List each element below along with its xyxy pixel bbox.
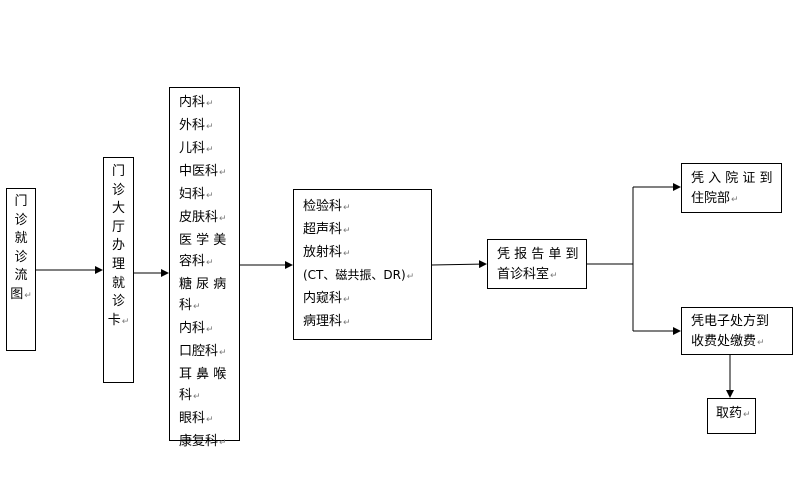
payment-line: 收费处缴费 bbox=[691, 334, 757, 349]
payment-box: 凭电子处方到 收费处缴费↵ bbox=[681, 307, 793, 355]
paragraph-mark: ↵ bbox=[206, 191, 214, 201]
start-char: 门 bbox=[14, 194, 28, 209]
department-item: 口腔科 bbox=[179, 344, 219, 359]
departments-box: 内科↵ 外科↵ 儿科↵ 中医科↵ 妇科↵ 皮肤科↵ 医 学 美 容科↵ 糖 尿 … bbox=[169, 87, 240, 449]
paragraph-mark: ↵ bbox=[343, 249, 351, 259]
registration-box: 门 诊 大 厅 办 理 就 诊 卡↵ bbox=[103, 157, 134, 383]
examination-item: 放射科 bbox=[303, 245, 343, 260]
examination-item: 内窥科 bbox=[303, 291, 343, 306]
department-item: 妇科 bbox=[179, 187, 206, 202]
arrow-examinations-to-report bbox=[431, 260, 487, 269]
paragraph-mark: ↵ bbox=[193, 302, 201, 312]
start-char: 图 bbox=[10, 286, 24, 302]
department-item: 糖 尿 病 bbox=[179, 277, 227, 292]
paragraph-mark: ↵ bbox=[343, 295, 351, 305]
paragraph-mark: ↵ bbox=[206, 258, 214, 268]
examination-item: (CT、磁共振、DR) bbox=[303, 268, 406, 282]
report-box: 凭 报 告 单 到 首诊科室↵ bbox=[487, 239, 587, 289]
department-item: 康复科 bbox=[179, 434, 219, 449]
start-char: 就 bbox=[14, 231, 28, 247]
start-char: 流 bbox=[14, 268, 28, 284]
registration-char: 理 bbox=[111, 256, 125, 272]
start-char: 诊 bbox=[14, 249, 28, 265]
paragraph-mark: ↵ bbox=[206, 122, 214, 132]
registration-char: 诊 bbox=[111, 294, 125, 310]
department-item: 儿科 bbox=[179, 141, 206, 156]
examination-item: 检验科 bbox=[303, 199, 343, 214]
examinations-box: 检验科↵ 超声科↵ 放射科↵ (CT、磁共振、DR)↵ 内窥科↵ 病理科↵ bbox=[293, 189, 432, 340]
report-line: 凭 报 告 单 到 bbox=[497, 247, 579, 262]
paragraph-mark: ↵ bbox=[757, 338, 765, 348]
start-char: 诊 bbox=[14, 212, 28, 228]
department-item: 中医科 bbox=[179, 164, 219, 179]
department-item: 外科 bbox=[179, 118, 206, 133]
department-item: 容科 bbox=[179, 254, 206, 269]
paragraph-mark: ↵ bbox=[206, 415, 214, 425]
paragraph-mark: ↵ bbox=[219, 168, 227, 178]
department-item: 医 学 美 bbox=[179, 233, 227, 248]
department-item: 眼科 bbox=[179, 411, 206, 426]
paragraph-mark: ↵ bbox=[219, 214, 227, 224]
paragraph-mark: ↵ bbox=[121, 316, 130, 327]
registration-char: 厅 bbox=[111, 219, 125, 235]
admission-line: 凭 入 院 证 到 bbox=[691, 171, 773, 186]
paragraph-mark: ↵ bbox=[743, 410, 751, 420]
paragraph-mark: ↵ bbox=[550, 271, 558, 281]
admission-box: 凭 入 院 证 到 住院部↵ bbox=[681, 163, 782, 213]
paragraph-mark: ↵ bbox=[193, 392, 201, 402]
paragraph-mark: ↵ bbox=[343, 226, 351, 236]
paragraph-mark: ↵ bbox=[406, 272, 415, 282]
registration-char: 诊 bbox=[111, 182, 125, 198]
admission-line: 住院部 bbox=[691, 191, 731, 206]
department-item: 耳 鼻 喉 bbox=[179, 367, 227, 382]
payment-line: 凭电子处方到 bbox=[691, 314, 770, 329]
paragraph-mark: ↵ bbox=[731, 195, 739, 205]
examination-item: 病理科 bbox=[303, 314, 343, 329]
registration-char: 卡 bbox=[107, 312, 121, 328]
department-item: 内科 bbox=[179, 95, 206, 110]
department-item: 内科 bbox=[179, 321, 206, 336]
start-box: 门 诊 就 诊 流 图↵ bbox=[6, 188, 36, 351]
paragraph-mark: ↵ bbox=[219, 348, 227, 358]
registration-char: 办 bbox=[111, 238, 125, 254]
paragraph-mark: ↵ bbox=[219, 438, 227, 448]
registration-char: 大 bbox=[111, 201, 125, 217]
department-item: 科 bbox=[179, 388, 193, 403]
registration-char: 门 bbox=[111, 164, 125, 179]
paragraph-mark: ↵ bbox=[343, 203, 351, 213]
pharmacy-line: 取药 bbox=[716, 406, 743, 421]
pharmacy-box: 取药↵ bbox=[707, 398, 756, 434]
registration-char: 就 bbox=[111, 275, 125, 291]
report-line: 首诊科室 bbox=[497, 267, 550, 282]
examination-item: 超声科 bbox=[303, 222, 343, 237]
paragraph-mark: ↵ bbox=[343, 318, 351, 328]
paragraph-mark: ↵ bbox=[24, 290, 32, 301]
department-item: 科 bbox=[179, 298, 193, 313]
paragraph-mark: ↵ bbox=[206, 325, 214, 335]
paragraph-mark: ↵ bbox=[206, 145, 214, 155]
department-item: 皮肤科 bbox=[179, 210, 219, 225]
paragraph-mark: ↵ bbox=[206, 99, 214, 109]
